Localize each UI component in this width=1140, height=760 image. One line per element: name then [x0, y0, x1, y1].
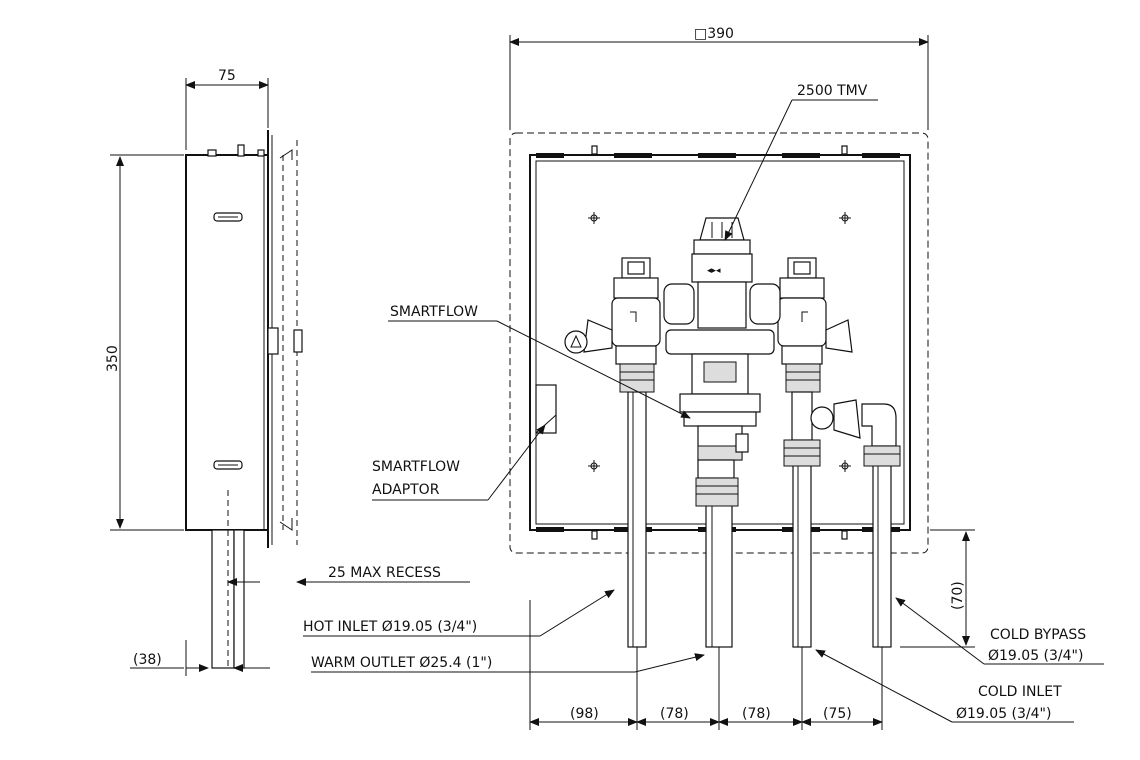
- spacing-2-label: (78): [660, 706, 689, 722]
- smartflow-adaptor-label-2: ADAPTOR: [372, 482, 440, 498]
- tmv-label: 2500 TMV: [797, 83, 868, 99]
- tmv-2500: ◂▸◂: [663, 217, 781, 507]
- pipe-cold-inlet: [792, 459, 812, 648]
- spacing-1-label: (98): [570, 706, 599, 722]
- side-height-label: 350: [105, 345, 121, 372]
- pipe-projection-label: (70): [950, 581, 966, 610]
- cold-inlet-label-1: COLD INLET: [978, 684, 1062, 700]
- cold-bypass-elbow: [861, 403, 901, 467]
- side-view: [185, 130, 303, 669]
- pipe-warm-outlet: [705, 504, 733, 648]
- cold-bypass-label-1: COLD BYPASS: [990, 627, 1086, 643]
- mount-hole-bl: [588, 460, 600, 472]
- spacing-3-label: (78): [742, 706, 771, 722]
- pipe-cold-bypass: [872, 459, 892, 648]
- side-handle-top: [213, 212, 243, 222]
- box-size-label: □390: [694, 26, 734, 42]
- cold-ball-valve: [783, 391, 861, 467]
- mount-hole-tl: [588, 212, 600, 224]
- hot-inlet-label: HOT INLET Ø19.05 (3/4"): [303, 619, 477, 635]
- mount-hole-tr: [839, 212, 851, 224]
- front-dimensions: □390 (70) (98) (78) (78) (75): [509, 26, 975, 730]
- cold-isolation-valve: [777, 257, 853, 393]
- side-handle-bottom: [213, 460, 243, 470]
- hot-isolation-valve: [564, 257, 661, 393]
- mount-hole-br: [839, 460, 851, 472]
- smartflow-label: SMARTFLOW: [390, 304, 478, 320]
- smartflow-adaptor-label-1: SMARTFLOW: [372, 459, 460, 475]
- side-width-label: 75: [218, 68, 236, 84]
- callouts: 2500 TMV SMARTFLOW SMARTFLOW ADAPTOR HOT…: [303, 83, 1104, 723]
- side-pipe-ext-label: (38): [133, 652, 162, 668]
- max-recess-label: 25 MAX RECESS: [328, 565, 441, 581]
- front-view: ◂▸◂: [509, 132, 929, 648]
- pipe-hot-inlet: [627, 391, 647, 648]
- cold-bypass-label-2: Ø19.05 (3/4"): [988, 648, 1083, 664]
- warm-outlet-label: WARM OUTLET Ø25.4 (1"): [311, 655, 492, 671]
- side-dimensions: 75 350 25 MAX RECESS (38): [105, 68, 470, 676]
- svg-text:◂▸◂: ◂▸◂: [707, 266, 721, 276]
- cold-inlet-label-2: Ø19.05 (3/4"): [956, 706, 1051, 722]
- spacing-4-label: (75): [823, 706, 852, 722]
